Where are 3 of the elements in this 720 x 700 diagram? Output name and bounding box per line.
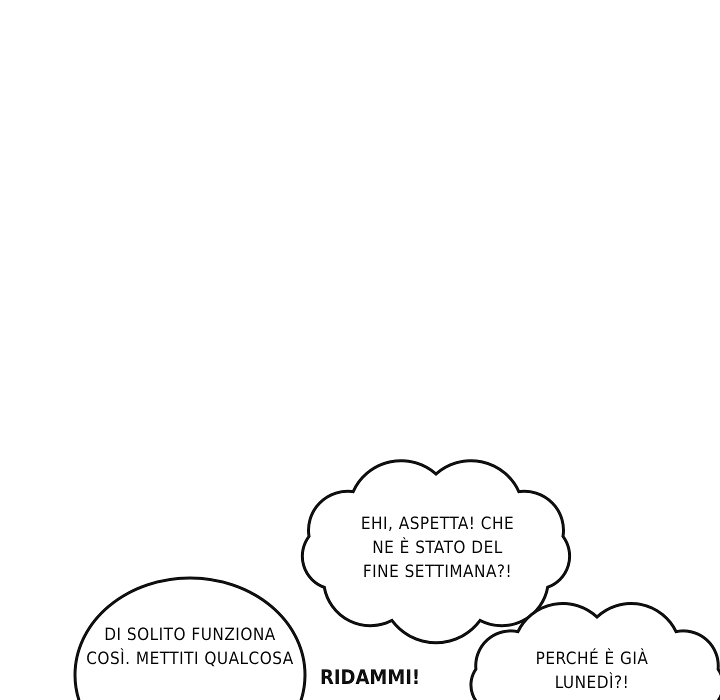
speech-text: DI SOLITO FUNZIONA COSÌ. METTITI QUALCOSA — [85, 624, 295, 671]
shout-text: RIDAMMI! — [320, 665, 420, 689]
speech-text: PERCHÉ È GIÀ LUNEDÌ?! — [534, 647, 650, 695]
